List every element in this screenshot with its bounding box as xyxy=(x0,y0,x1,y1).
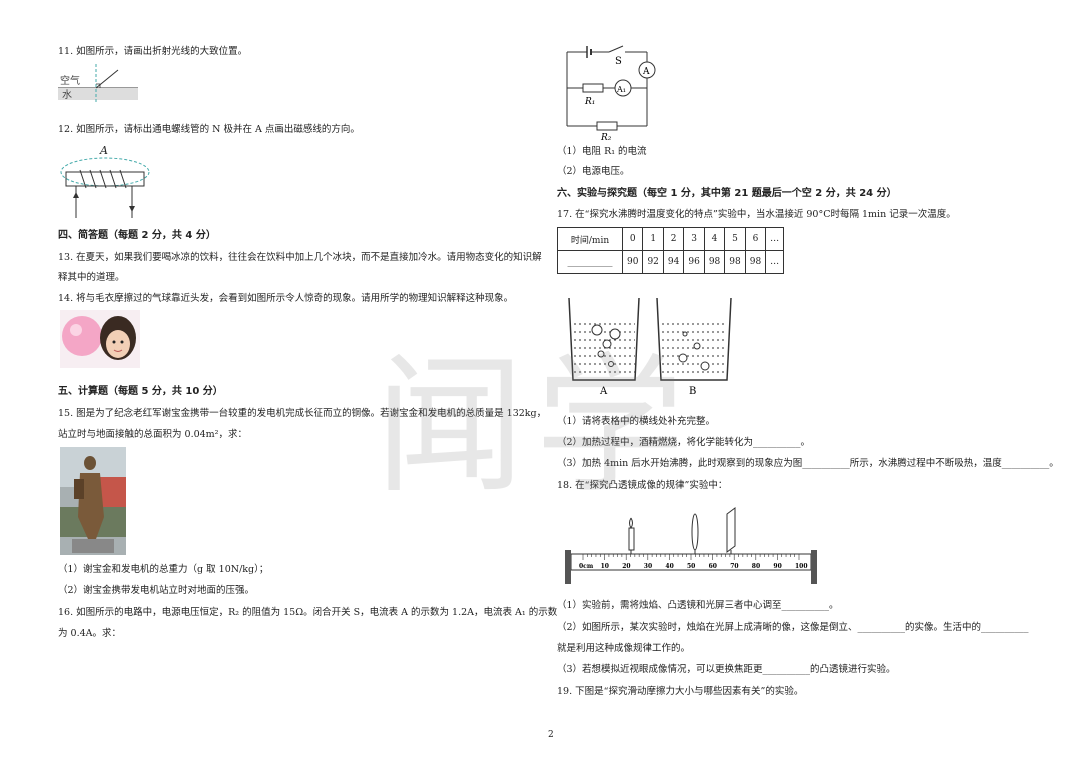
bench-tick-label: 0cm xyxy=(579,563,594,570)
table-cell: 98 xyxy=(744,250,767,274)
refraction-figure: 空气 水 xyxy=(58,64,138,102)
q16-part1: （1）电阻 R₁ 的电流 xyxy=(557,146,647,157)
balloon-hair-photo xyxy=(60,310,140,368)
q19-text: 19. 下图是“探究滑动摩擦力大小与哪些因素有关”的实验。 xyxy=(557,686,804,697)
bench-tick-label: 70 xyxy=(730,563,738,570)
q18-text: 18. 在“探究凸透镜成像的规律”实验中： xyxy=(557,480,728,491)
bench-tick-label: 30 xyxy=(644,563,652,570)
bench-tick-label: 10 xyxy=(601,563,609,570)
table-cell: 3 xyxy=(683,227,705,251)
q11-text: 11. 如图所示，请画出折射光线的大致位置。 xyxy=(58,46,248,57)
air-label: 空气 xyxy=(60,74,80,87)
page-number: 2 xyxy=(548,730,554,740)
table-cell: 4 xyxy=(703,227,726,251)
q14-text: 14. 将与毛衣摩擦过的气球靠近头发，会看到如图所示令人惊奇的现象。请用所学的物… xyxy=(58,293,514,304)
bench-ticks: 0cm 10 20 30 40 50 60 70 80 90 100 xyxy=(579,554,808,570)
bench-tick-label: 20 xyxy=(622,563,630,570)
bench-tick-label: 60 xyxy=(709,563,717,570)
q15-line2: 站立时与地面接触的总面积为 0.04m²，求： xyxy=(58,429,247,440)
boiling-beakers-figure: A B xyxy=(568,297,732,397)
q13-line2: 释其中的道理。 xyxy=(58,272,125,283)
table-cell: 94 xyxy=(662,250,685,274)
section-4-heading: 四、简答题（每题 2 分，共 4 分） xyxy=(58,230,216,241)
q16-line1: 16. 如图所示的电路中，电源电压恒定，R₂ 的阻值为 15Ω。闭合开关 S，电… xyxy=(58,607,558,618)
q13-line1: 13. 在夏天，如果我们要喝冰凉的饮料，往往会在饮料中加上几个冰块，而不是直接加… xyxy=(58,252,542,263)
q17-part3: （3）加热 4min 后水开始沸腾，此时观察到的现象应为图__________所… xyxy=(557,458,1059,469)
beaker-b-label: B xyxy=(689,386,696,397)
q18-part2: （2）如图所示，某次实验时，烛焰在光屏上成清晰的像，这像是倒立、________… xyxy=(557,622,1029,633)
bench-tick-label: 50 xyxy=(687,563,695,570)
beaker-a: A xyxy=(568,297,640,397)
table-cell: 时间/min xyxy=(557,227,623,251)
table-cell: … xyxy=(765,250,785,274)
table-cell: 6 xyxy=(744,227,767,251)
table-cell: 92 xyxy=(642,250,664,274)
q18-part3: （3）若想模拟近视眼成像情况，可以更换焦距更__________的凸透镜进行实验… xyxy=(557,664,896,675)
q15-part2: （2）谢宝金携带发电机站立时对地面的压强。 xyxy=(58,585,255,596)
q17-part2: （2）加热过程中，酒精燃烧，将化学能转化为__________。 xyxy=(557,437,811,448)
section-6-heading: 六、实验与探究题（每空 1 分，其中第 21 题最后一个空 2 分，共 24 分… xyxy=(557,188,897,199)
point-a-label: A xyxy=(99,144,108,157)
q15-line1: 15. 图是为了纪念老红军谢宝金携带一台较重的发电机完成长征而立的铜像。若谢宝金… xyxy=(58,408,547,419)
q18-part2-cont: 就是利用这种成像规律工作的。 xyxy=(557,643,691,654)
beaker-b: B xyxy=(656,297,732,397)
q16-line2: 为 0.4A。求： xyxy=(58,628,121,639)
table-cell: 1 xyxy=(642,227,664,251)
r1-label: R₁ xyxy=(584,97,595,107)
statue-photo xyxy=(60,447,126,555)
bench-tick-label: 100 xyxy=(795,563,808,570)
table-row: 时间/min 0 1 2 3 4 5 6 … xyxy=(557,227,785,251)
table-cell: … xyxy=(765,227,785,251)
q15-part1: （1）谢宝金和发电机的总重力（g 取 10N/kg）； xyxy=(58,564,269,575)
r2-label: R₂ xyxy=(600,133,612,142)
boiling-data-table: 时间/min 0 1 2 3 4 5 6 … __________ 90 92 … xyxy=(557,227,785,274)
table-cell: 96 xyxy=(683,250,705,274)
table-cell: 98 xyxy=(703,250,726,274)
q18-part1: （1）实验前，需将烛焰、凸透镜和光屏三者中心调至__________。 xyxy=(557,600,839,611)
table-cell: 90 xyxy=(621,250,644,274)
solenoid-figure: A xyxy=(60,144,150,218)
ammeter-a-label: A xyxy=(642,67,650,77)
bench-tick-label: 80 xyxy=(752,563,760,570)
section-5-heading: 五、计算题（每题 5 分，共 10 分） xyxy=(58,386,223,397)
table-row: __________ 90 92 94 96 98 98 98 … xyxy=(557,250,785,274)
water-label: 水 xyxy=(62,89,72,101)
bench-tick-label: 90 xyxy=(773,563,781,570)
table-cell: 2 xyxy=(662,227,685,251)
q17-text: 17. 在“探究水沸腾时温度变化的特点”实验中，当水温接近 90°C时每隔 1m… xyxy=(557,209,956,220)
table-cell: 0 xyxy=(621,227,644,251)
q12-text: 12. 如图所示，请标出通电螺线管的 N 极并在 A 点画出磁感线的方向。 xyxy=(58,124,360,135)
beaker-a-label: A xyxy=(599,386,608,397)
bench-tick-label: 40 xyxy=(665,563,673,570)
ammeter-a1-label: A₁ xyxy=(616,85,626,94)
q16-part2: （2）电源电压。 xyxy=(557,166,630,177)
circuit-diagram: S A R₁ A₁ R₂ xyxy=(566,45,656,142)
table-cell: 98 xyxy=(724,250,746,274)
table-cell: 5 xyxy=(724,227,746,251)
table-cell: __________ xyxy=(557,250,623,274)
optical-bench-figure: 0cm 10 20 30 40 50 60 70 80 90 100 xyxy=(565,507,817,584)
q17-part1: （1）请将表格中的横线处补充完整。 xyxy=(557,416,716,427)
switch-label: S xyxy=(615,56,622,67)
